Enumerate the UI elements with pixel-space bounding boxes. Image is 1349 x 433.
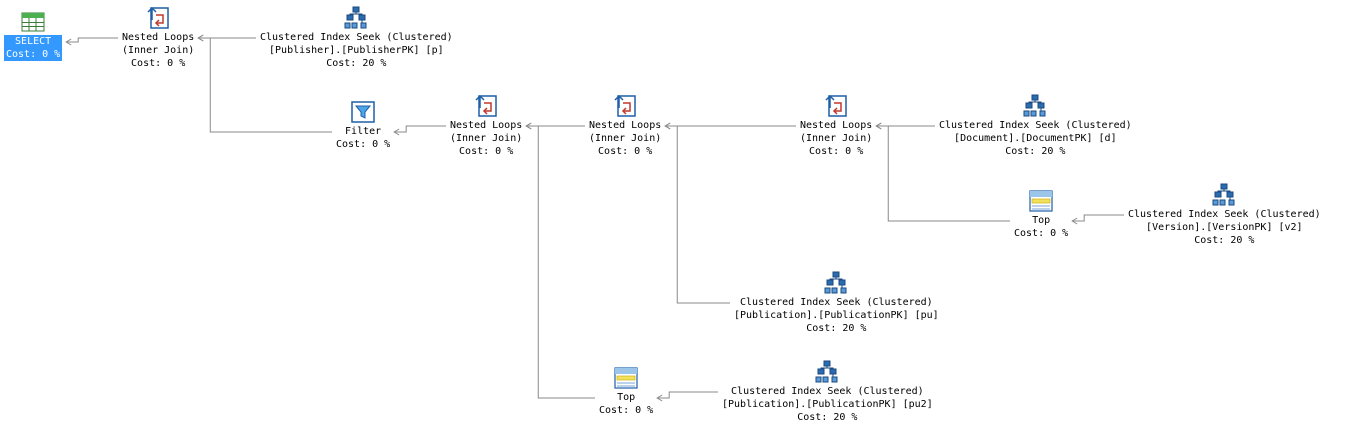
nested-loops-node[interactable]: Nested Loops(Inner Join)Cost: 0 % xyxy=(122,6,194,70)
plan-edge-arrow xyxy=(656,394,663,402)
plan-edge xyxy=(394,125,446,133)
plan-edge xyxy=(526,125,595,399)
clustered-index-seek-icon xyxy=(1023,94,1047,118)
top-icon xyxy=(614,366,638,390)
nested-loops-icon xyxy=(613,94,637,118)
plan-edge-arrow xyxy=(197,34,204,42)
clustered-index-seek-node[interactable]: Clustered Index Seek (Clustered)[Publish… xyxy=(260,6,453,70)
nested-loops-icon xyxy=(824,94,848,118)
plan-edge-arrow xyxy=(393,128,400,136)
plan-edge-arrow xyxy=(664,122,671,130)
plan-edge xyxy=(657,391,718,399)
nested-loops-node[interactable]: Nested Loops(Inner Join)Cost: 0 % xyxy=(450,94,522,158)
plan-edge-arrow xyxy=(875,122,882,130)
clustered-index-seek-node[interactable]: Clustered Index Seek (Clustered)[Documen… xyxy=(939,94,1132,158)
nested-loops-icon xyxy=(474,94,498,118)
select-icon xyxy=(21,10,45,34)
clustered-index-seek-icon xyxy=(1212,183,1236,207)
clustered-index-seek-icon xyxy=(344,6,368,30)
plan-edge-arrow xyxy=(65,38,72,46)
clustered-index-seek-node[interactable]: Clustered Index Seek (Clustered)[Publica… xyxy=(734,271,939,335)
nested-loops-node[interactable]: Nested Loops(Inner Join)Cost: 0 % xyxy=(589,94,661,158)
nested-loops-icon xyxy=(146,6,170,30)
plan-edge-arrow xyxy=(1071,217,1078,225)
clustered-index-seek-node[interactable]: Clustered Index Seek (Clustered)[Publica… xyxy=(722,360,933,424)
plan-edge xyxy=(198,37,332,133)
clustered-index-seek-icon xyxy=(824,271,848,295)
top-icon xyxy=(1029,189,1053,213)
filter-icon xyxy=(351,100,375,124)
plan-edge xyxy=(1072,214,1124,222)
plan-edge-arrow xyxy=(525,122,532,130)
plan-edge xyxy=(876,125,1010,222)
plan-edge xyxy=(66,37,118,43)
clustered-index-seek-icon xyxy=(815,360,839,384)
clustered-index-seek-node[interactable]: Clustered Index Seek (Clustered)[Version… xyxy=(1128,183,1321,247)
nested-loops-node[interactable]: Nested Loops(Inner Join)Cost: 0 % xyxy=(800,94,872,158)
plan-edge xyxy=(665,125,730,304)
